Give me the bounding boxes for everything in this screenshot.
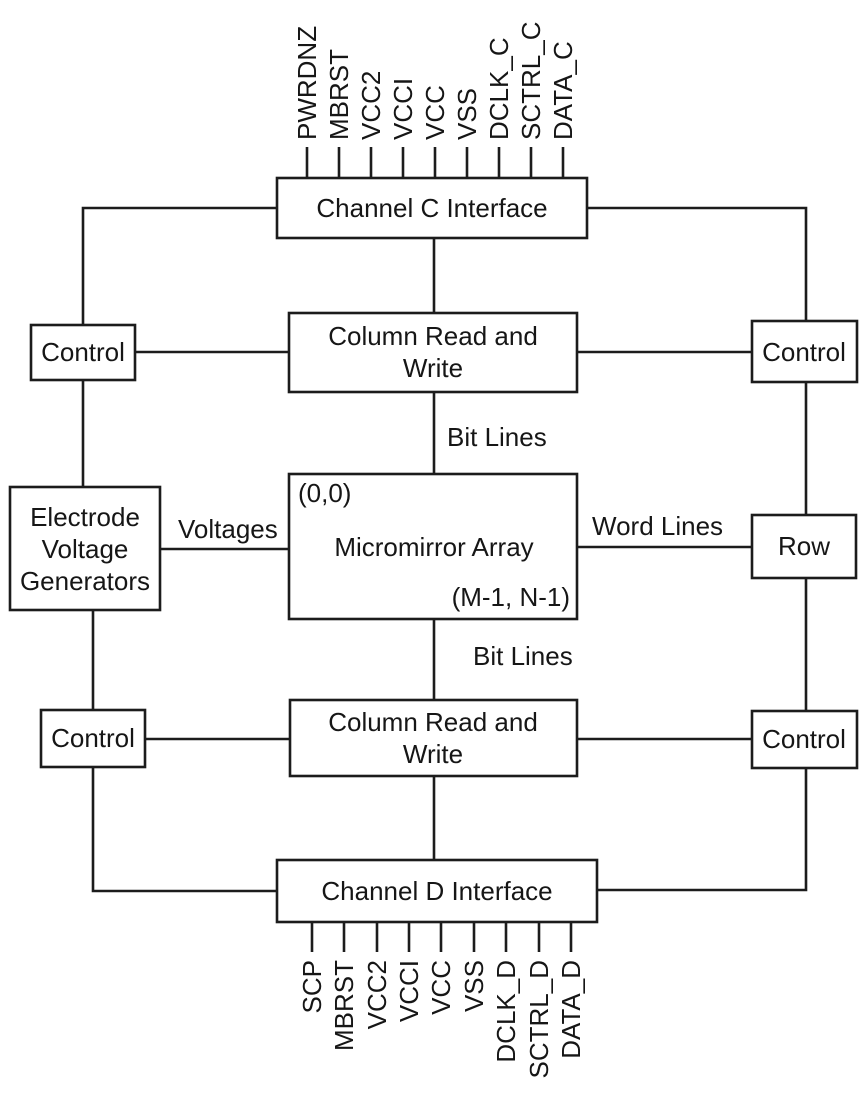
control-top-left-box	[29, 323, 137, 382]
wire-channelc-to-control-topright	[587, 206, 808, 321]
control-bottom-left-box	[39, 708, 147, 769]
column-read-write-top-label-line1: Column Read and	[328, 321, 538, 351]
micromirror-max-coordinate: (M-1, N-1)	[452, 582, 570, 612]
wire-control-bottomright-to-channeld	[597, 768, 808, 892]
row-label: Row	[778, 531, 830, 561]
pin-label-channel-c-7: DCLK_C	[484, 37, 514, 140]
channel-d-interface-label: Channel D Interface	[321, 876, 552, 906]
pin-label-channel-c-5: VCC	[420, 85, 450, 140]
control-bottom-right-label: Control	[762, 724, 846, 754]
pin-label-channel-c-2: MBRST	[324, 49, 354, 140]
pin-label-channel-c-8: SCTRL_C	[516, 22, 546, 140]
pin-label-channel-d-7: DCLK_D	[491, 960, 521, 1063]
pin-label-channel-d-4: VCCI	[394, 960, 424, 1022]
pin-label-channel-c-6: VSS	[452, 88, 482, 140]
bit-lines-bottom-label: Bit Lines	[473, 641, 573, 671]
micromirror-origin-coordinate: (0,0)	[298, 478, 351, 508]
control-bottom-right-box	[750, 709, 859, 770]
pin-label-channel-d-5: VCC	[426, 960, 456, 1015]
pin-label-channel-d-9: DATA_D	[556, 960, 586, 1059]
bit-lines-top-label: Bit Lines	[447, 422, 547, 452]
evg-label-line1: Electrode	[30, 502, 140, 532]
micromirror-array-box	[287, 472, 579, 621]
voltages-label: Voltages	[178, 514, 278, 544]
word-lines-label: Word Lines	[592, 511, 723, 541]
channel-c-interface-label: Channel C Interface	[316, 193, 547, 223]
column-read-write-top-label-line2: Write	[403, 353, 463, 383]
pin-label-channel-d-6: VSS	[459, 960, 489, 1012]
pin-label-channel-c-4: VCCI	[388, 78, 418, 140]
pin-label-channel-d-8: SCTRL_D	[524, 960, 554, 1078]
column-read-write-bottom-label-line2: Write	[403, 739, 463, 769]
wire-channelc-to-control-topleft	[81, 206, 277, 325]
pin-label-channel-c-9: DATA_C	[548, 41, 578, 140]
pin-label-channel-c-1: PWRDNZ	[292, 26, 322, 140]
evg-label-line3: Generators	[20, 566, 150, 596]
channel-d-interface-box	[275, 858, 599, 924]
column-read-write-bottom-label-line1: Column Read and	[328, 707, 538, 737]
pin-label-channel-d-3: VCC2	[362, 960, 392, 1029]
micromirror-array-label: Micromirror Array	[334, 532, 533, 562]
channel-c-interface-box	[275, 176, 589, 240]
control-bottom-left-label: Control	[51, 723, 135, 753]
control-top-right-box	[750, 319, 859, 384]
pin-label-channel-d-2: MBRST	[329, 960, 359, 1051]
control-top-left-label: Control	[41, 337, 125, 367]
pin-label-channel-c-3: VCC2	[356, 71, 386, 140]
column-read-write-top-box	[287, 311, 579, 394]
evg-label-line2: Voltage	[42, 534, 129, 564]
wire-control-bottomleft-to-channeld	[91, 767, 277, 893]
column-read-write-bottom-box	[288, 698, 579, 778]
pin-label-channel-d-1: SCP	[297, 960, 327, 1013]
row-box	[750, 513, 858, 580]
electrode-voltage-generators-box	[8, 485, 162, 612]
control-top-right-label: Control	[762, 337, 846, 367]
